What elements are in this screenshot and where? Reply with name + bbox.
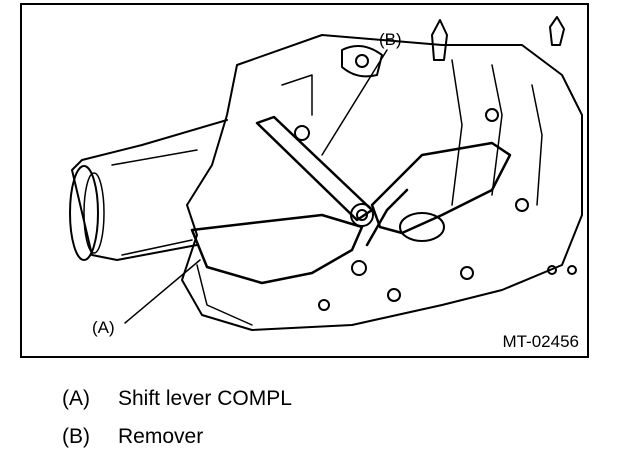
legend-item-shift-lever: (A) Shift lever COMPL [62,388,292,409]
legend-key: (B) [62,425,90,448]
bolt [547,265,557,275]
callout-label-b: (B) [379,30,402,49]
bolt [318,299,330,311]
bolt [515,198,529,212]
legend-key: (A) [62,387,90,410]
leader-line-a [124,259,201,324]
remover-bar [255,115,374,222]
extension-opening [69,165,99,261]
figure-code: MT-02456 [502,332,579,351]
extension-housing [71,119,228,261]
transmission-drawing [69,16,583,331]
remover-bolt [350,203,374,227]
transmission-case [181,34,583,331]
legend-item-remover: (B) Remover [62,426,203,447]
top-lug [431,19,448,61]
remover-jaw [370,141,512,235]
shift-lever-arm [365,188,409,247]
bolt [294,125,310,141]
figure-frame: (A) (B) MT-02456 [20,3,589,358]
shift-lever [190,213,364,285]
bolt [567,265,577,275]
legend-text: Remover [118,425,204,448]
legend-text: Shift lever COMPL [118,387,292,410]
callout-label-a: (A) [92,318,115,337]
bolt [460,266,474,280]
leader-line-b [321,49,388,156]
top-lug [549,16,565,46]
bolt [485,108,499,122]
bolt [387,288,401,302]
